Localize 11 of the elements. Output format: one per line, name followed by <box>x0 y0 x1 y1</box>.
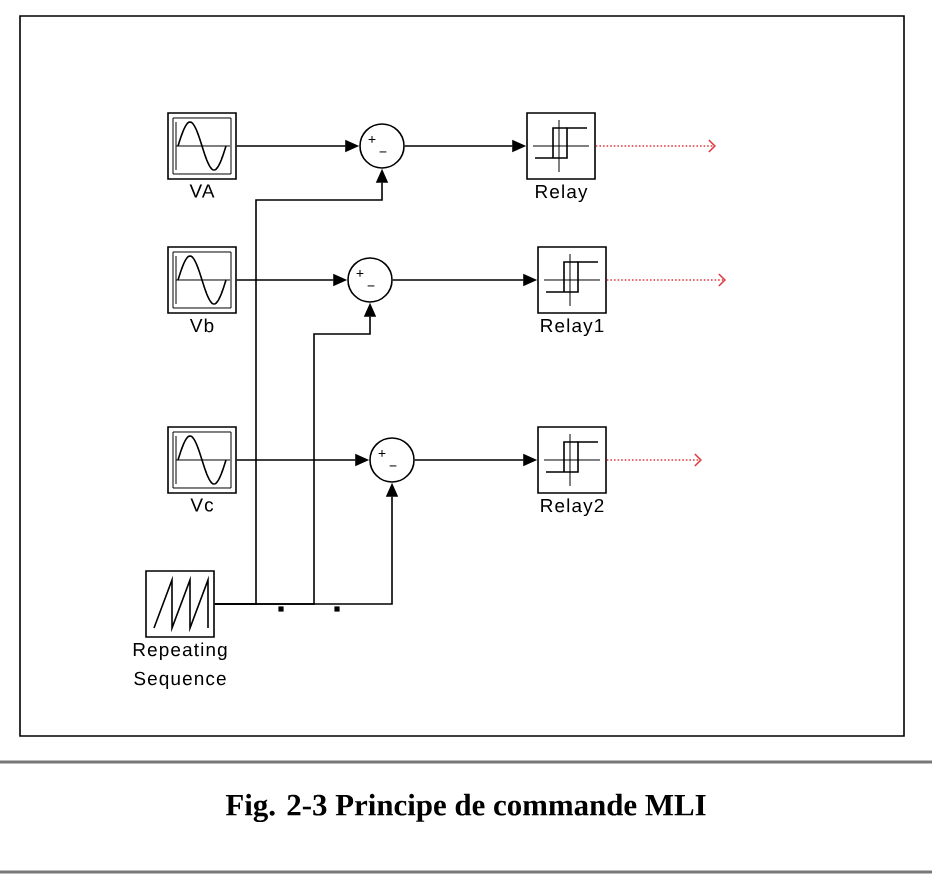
arrow <box>606 453 702 467</box>
block-label: Relay <box>536 184 588 203</box>
block-label: Relay1 <box>541 318 604 337</box>
arrow <box>606 273 726 287</box>
block-label: Vb <box>189 318 214 333</box>
block-label: Relay2 <box>541 498 604 517</box>
figure-caption: Fig. 2-3 Principe de commande MLI <box>225 793 706 823</box>
block-label: Vc <box>190 498 214 512</box>
arrow <box>595 139 716 153</box>
block-label: Repeating Sequence <box>133 642 227 689</box>
block-label: VA <box>189 184 215 198</box>
